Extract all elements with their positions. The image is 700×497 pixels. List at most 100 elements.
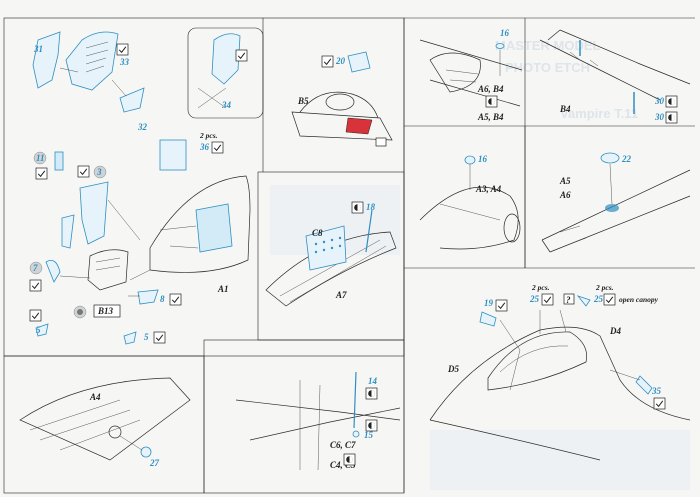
part-number-32: 32 xyxy=(137,122,148,132)
panel-b5: 20 B5 xyxy=(291,51,393,147)
background-print-ghost: MASTER MODEL PHOTO ETCH Vampire T.11 xyxy=(270,38,690,490)
part-number-16-nose: 16 xyxy=(478,154,488,164)
check-icon xyxy=(603,293,616,306)
check-icon xyxy=(35,167,48,180)
qty-a: 2 pcs. xyxy=(531,283,550,292)
part-number-30-b: 30 xyxy=(654,112,665,122)
check-icon xyxy=(321,55,334,68)
label-b4: B4 xyxy=(559,104,571,114)
pe-part-35 xyxy=(635,375,653,395)
question-mark: ? xyxy=(566,295,571,305)
pe-part-20 xyxy=(347,51,371,73)
reverse-icon xyxy=(343,453,356,466)
label-a3-a4: A3, A4 xyxy=(475,184,502,194)
label-c8: C8 xyxy=(312,228,323,238)
canopy-glass xyxy=(487,331,587,391)
svg-text:Vampire T.11: Vampire T.11 xyxy=(560,106,638,121)
tail-boom xyxy=(539,29,691,101)
wing-top-surface xyxy=(419,39,523,107)
panel-canopy: 19 2 pcs. 25 ? 2 pcs. 25 open canopy D4 … xyxy=(429,283,691,461)
reverse-icon xyxy=(351,201,364,214)
part-number-35: 35 xyxy=(651,386,662,396)
part-number-25-b: 25 xyxy=(593,294,604,304)
check-icon xyxy=(116,43,129,56)
label-b5: B5 xyxy=(297,96,309,106)
part-number-36: 36 xyxy=(199,142,210,152)
canopy-fuselage xyxy=(429,326,691,461)
pe-part-11 xyxy=(54,151,64,171)
seat-installed xyxy=(195,203,233,253)
pe-part-18 xyxy=(365,209,373,253)
pe-part-22 xyxy=(600,152,620,164)
qty-36: 2 pcs. xyxy=(199,131,218,140)
label-d5: D5 xyxy=(447,364,459,374)
pe-part-32 xyxy=(119,87,145,113)
label-a1: A1 xyxy=(217,284,229,294)
reverse-icon xyxy=(365,419,378,432)
pe-part-8 xyxy=(137,289,159,305)
nose-fuselage xyxy=(419,186,519,250)
check-icon xyxy=(235,49,248,62)
part-number-3: 3 xyxy=(96,167,102,177)
panel-wing-top: 16 A6, B4 A5, B4 xyxy=(419,28,523,122)
part-number-31: 31 xyxy=(33,44,43,54)
panel-frames xyxy=(3,17,695,494)
seat-body xyxy=(87,249,129,291)
part-number-34: 34 xyxy=(221,100,232,110)
panel-cockpit: 31 33 32 34 2 pcs. 36 A1 11 3 xyxy=(29,31,251,345)
a4-fuselage xyxy=(19,377,191,461)
pe-part-31 xyxy=(32,31,61,89)
check-icon xyxy=(653,397,666,410)
c6-wing xyxy=(235,399,401,441)
pe-part-16-nose xyxy=(464,155,476,165)
check-icon xyxy=(169,293,182,306)
label-d4: D4 xyxy=(609,326,621,336)
pe-part-15 xyxy=(352,430,360,438)
pe-part-16-top xyxy=(495,43,505,49)
pe-part-36 xyxy=(159,139,187,171)
part-number-22: 22 xyxy=(621,154,632,164)
pe-part-34-seat xyxy=(211,33,241,85)
part-number-11: 11 xyxy=(36,153,45,163)
check-icon xyxy=(29,309,42,322)
part-number-27: 27 xyxy=(149,458,160,468)
part-number-25-a: 25 xyxy=(529,294,540,304)
reverse-icon xyxy=(665,95,678,108)
label-a6: A6 xyxy=(559,190,571,200)
pe-part-5-b xyxy=(123,331,137,345)
a7-fuselage xyxy=(265,231,397,307)
pe-part-33 xyxy=(65,31,119,91)
pe-strap xyxy=(61,214,75,249)
panel-a7: C8 A7 18 xyxy=(265,201,397,307)
pe-part-19 xyxy=(479,311,497,327)
b5-console xyxy=(291,111,393,141)
part-number-20: 20 xyxy=(335,56,346,66)
check-icon xyxy=(29,279,42,292)
label-a5: A5 xyxy=(559,176,571,186)
label-a7: A7 xyxy=(335,290,347,300)
panel-nose: 16 A3, A4 xyxy=(419,154,521,250)
part-number-8: 8 xyxy=(160,294,165,304)
label-a5-b4: A5, B4 xyxy=(477,112,504,122)
part-number-7: 7 xyxy=(33,263,38,273)
check-icon xyxy=(495,299,508,312)
check-icon xyxy=(77,165,90,178)
label-a4: A4 xyxy=(89,392,101,402)
pe-part-27 xyxy=(140,446,152,458)
part-number-33: 33 xyxy=(119,57,130,67)
part-number-19: 19 xyxy=(484,298,494,308)
part-number-16-top: 16 xyxy=(500,28,510,38)
panel-tail: B4 30 30 xyxy=(539,29,691,124)
part-number-30-a: 30 xyxy=(654,96,665,106)
svg-text:PHOTO ETCH: PHOTO ETCH xyxy=(505,60,590,75)
pe-part-3-harness xyxy=(79,181,109,245)
label-c4-c5: C4, C5 xyxy=(330,460,356,470)
part-number-15: 15 xyxy=(364,430,374,440)
svg-text:MASTER MODEL: MASTER MODEL xyxy=(495,38,601,53)
pe-part-c8-panel xyxy=(305,225,347,271)
paint-red-area xyxy=(345,117,373,135)
part-number-5-b: 5 xyxy=(144,332,149,342)
panel-a4: A4 27 xyxy=(19,377,191,468)
reverse-icon xyxy=(365,387,378,400)
